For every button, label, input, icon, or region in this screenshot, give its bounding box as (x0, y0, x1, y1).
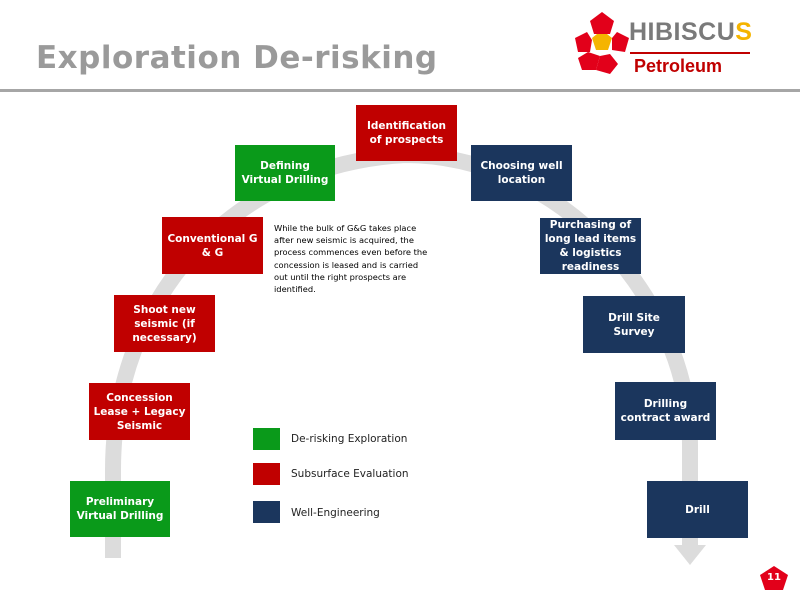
step-concession-lease: Concession Lease + Legacy Seismic (89, 383, 190, 440)
hibiscus-flower-icon (575, 12, 629, 74)
legend-swatch-well-engineering (253, 501, 280, 523)
step-drill: Drill (647, 481, 748, 538)
legend-label-well-engineering: Well-Engineering (291, 507, 380, 519)
step-purchasing-long-lead-items: Purchasing of long lead items & logistic… (540, 218, 641, 274)
step-choosing-well-location: Choosing well location (471, 145, 572, 201)
logo-wordmark-top: Hibiscus (629, 18, 753, 46)
logo-divider (630, 52, 750, 54)
step-defining-virtual-drilling: Defining Virtual Drilling (235, 145, 335, 201)
arc-arrowhead-icon (674, 545, 706, 565)
step-identification-of-prospects: Identification of prospects (356, 105, 457, 161)
pentagon-badge-icon (760, 566, 788, 590)
page-number-badge: 11 (760, 566, 788, 590)
legend-swatch-de-risking (253, 428, 280, 450)
company-logo: Hibiscus Petroleum (574, 10, 754, 80)
logo-wordmark-bottom: Petroleum (634, 56, 723, 76)
step-shoot-new-seismic: Shoot new seismic (if necessary) (114, 295, 215, 352)
page-title: Exploration De-risking (36, 40, 438, 76)
process-note: While the bulk of G&G takes place after … (274, 223, 428, 295)
step-preliminary-virtual-drilling: Preliminary Virtual Drilling (70, 481, 170, 537)
header-rule (0, 89, 800, 92)
legend-label-de-risking: De-risking Exploration (291, 433, 408, 445)
legend-label-subsurface: Subsurface Evaluation (291, 468, 409, 480)
step-drill-site-survey: Drill Site Survey (583, 296, 685, 353)
page-number: 11 (767, 572, 781, 583)
step-drilling-contract-award: Drilling contract award (615, 382, 716, 440)
legend-swatch-subsurface (253, 463, 280, 485)
step-conventional-gg: Conventional G & G (162, 217, 263, 274)
